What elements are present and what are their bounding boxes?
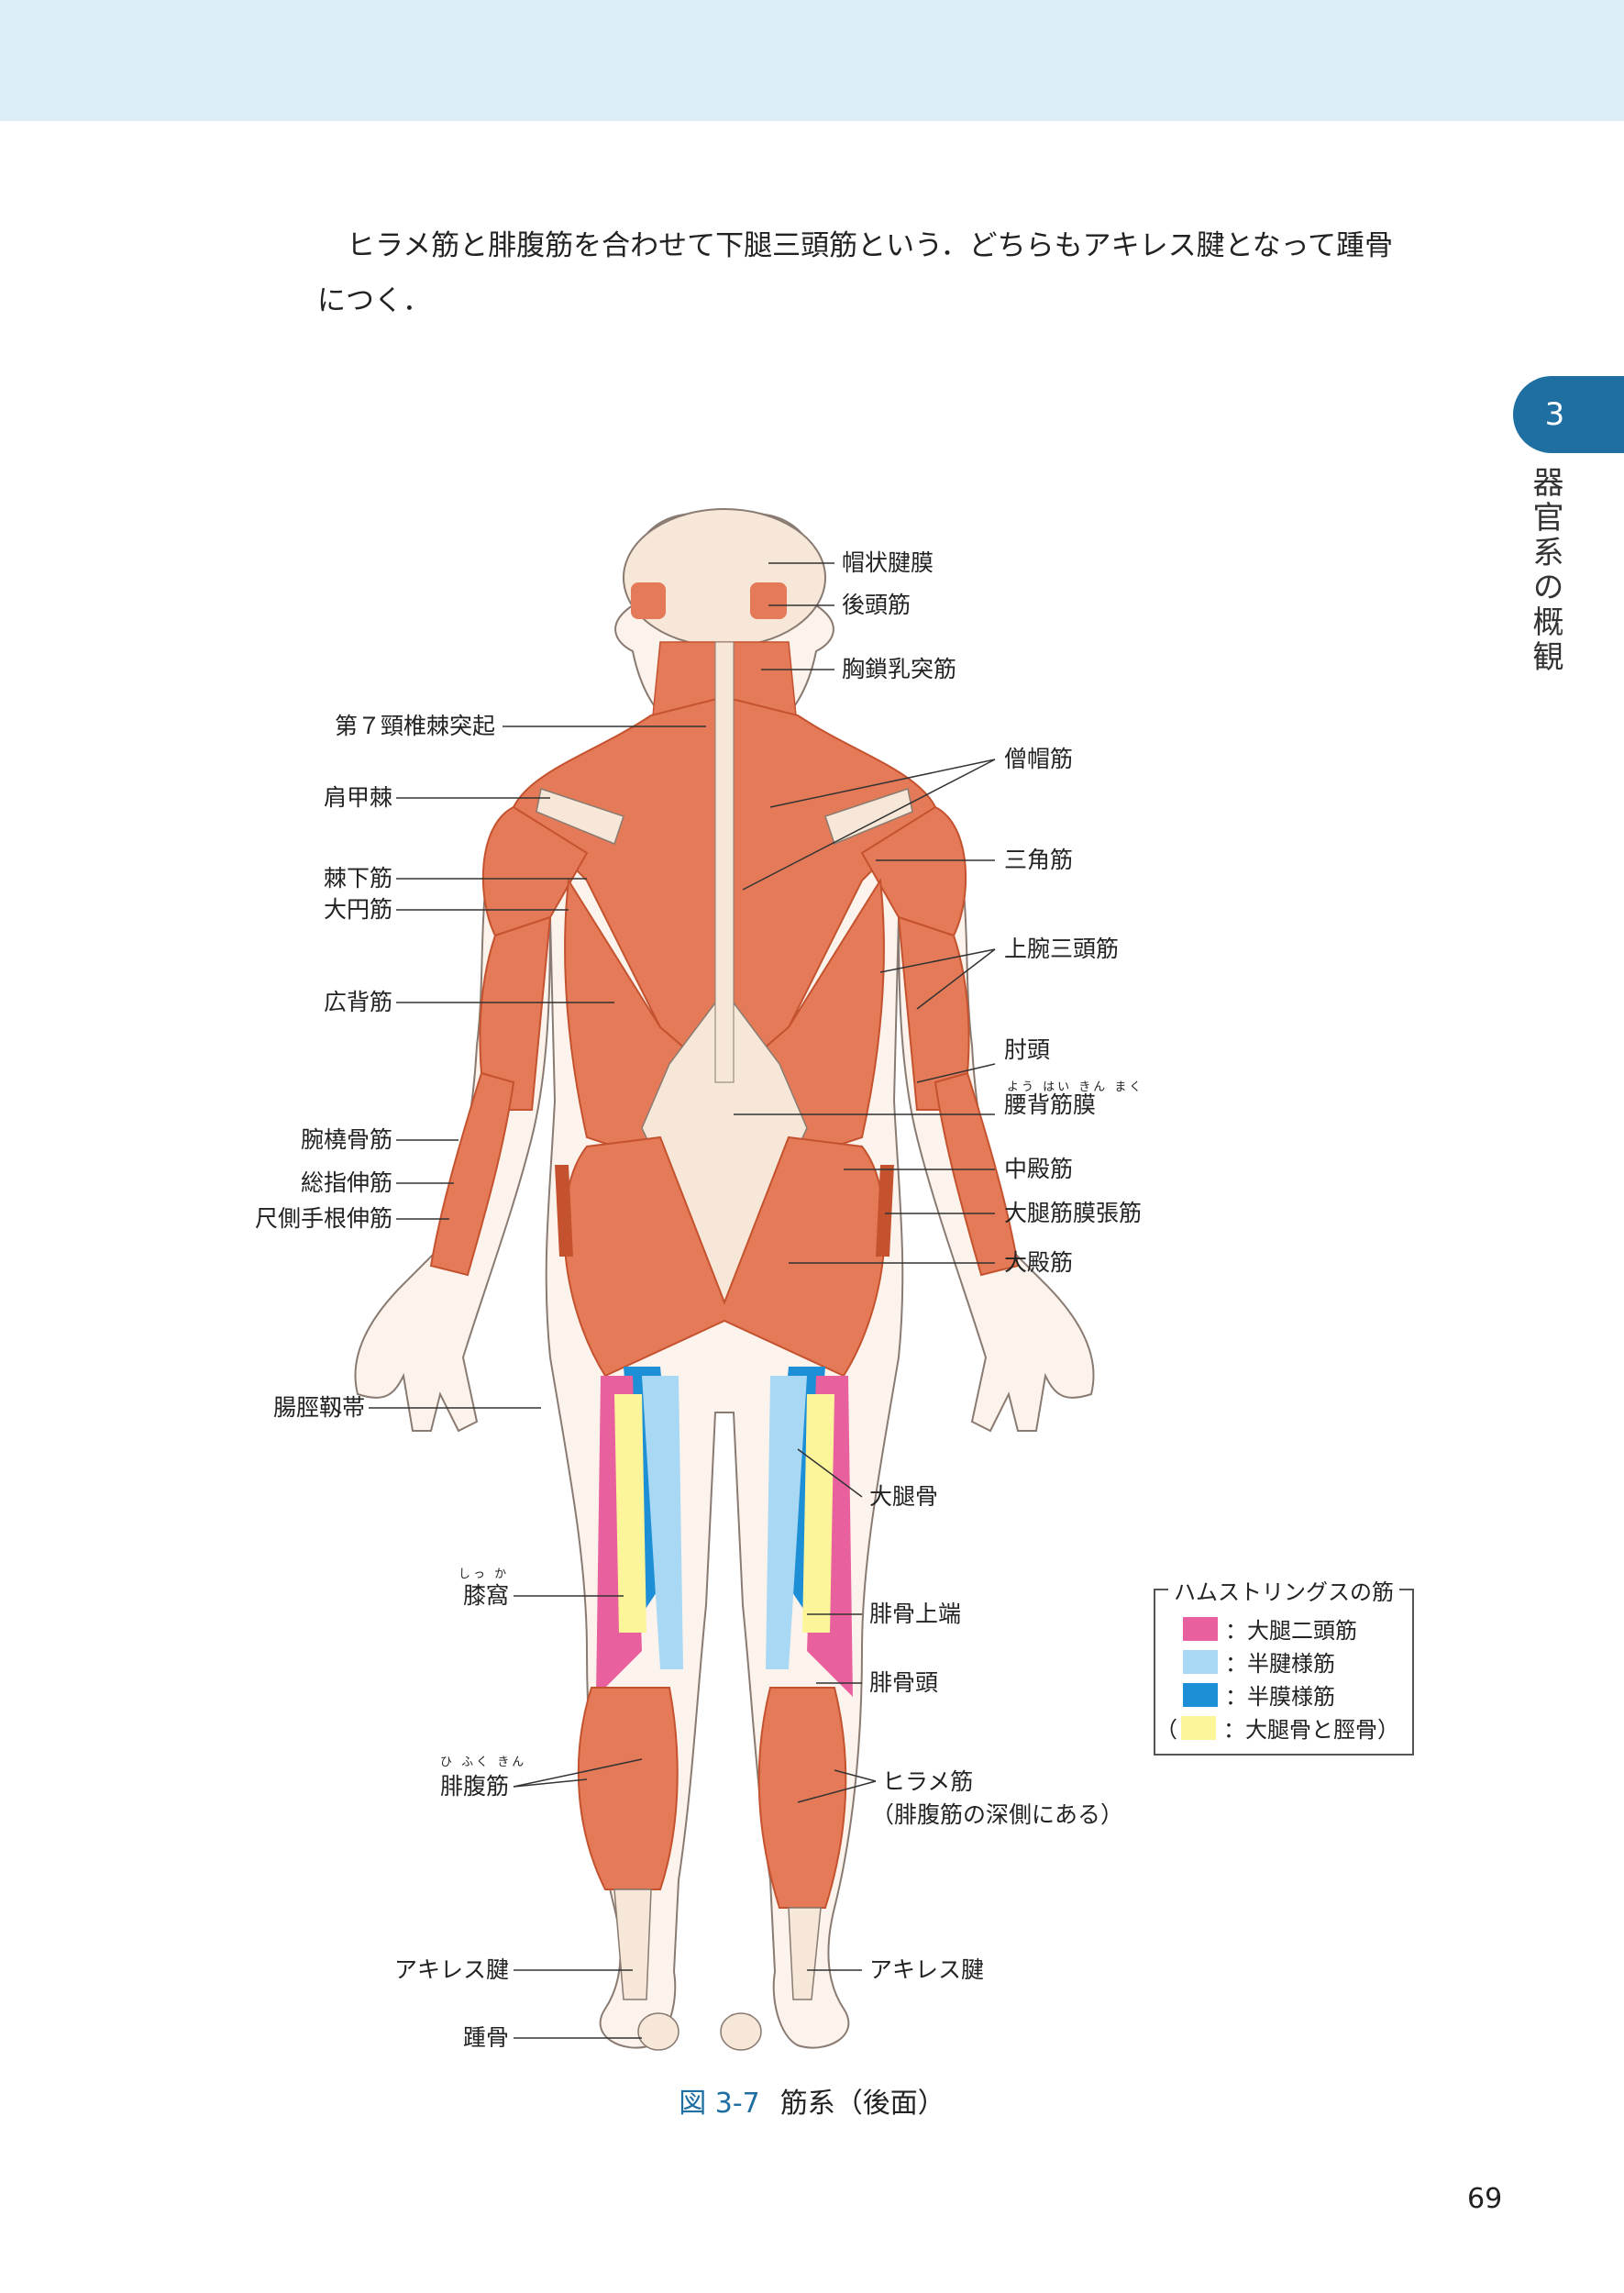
body-paragraph: ヒラメ筋と腓腹筋を合わせて下腿三頭筋という．どちらもアキレス腱となって踵骨 につ… xyxy=(317,218,1436,328)
achilles-right xyxy=(788,1907,822,2000)
gastrocnemius-left xyxy=(577,1687,679,1890)
label-fibula-upper-end: 腓骨上端 xyxy=(869,1601,962,1627)
popliteal-ruby: しっ か xyxy=(458,1567,510,1581)
label-triceps-brachii: 上腕三頭筋 xyxy=(1004,936,1120,962)
tfl-left xyxy=(555,1165,573,1257)
right-forearm xyxy=(934,1071,1020,1277)
hamstrings-legend: ハムストリングスの筋 ：大腿二頭筋 ：半腱様筋 ：半膜様筋 （ ：大腿骨と脛骨） xyxy=(1154,1574,1414,1756)
paragraph-line-2: につく． xyxy=(317,284,431,317)
posterior-muscle-illustration xyxy=(354,508,1095,2051)
chapter-number: 3 xyxy=(1544,396,1565,433)
figure-number: 図 3-7 xyxy=(679,2088,760,2120)
label-c7-spinous-process: 第７頸椎棘突起 xyxy=(334,713,495,739)
paragraph-line-1: ヒラメ筋と腓腹筋を合わせて下腿三頭筋という．どちらもアキレス腱となって踵骨 xyxy=(347,229,1394,262)
thoracolumbar-ruby: よう はい きん まく xyxy=(1007,1080,1144,1094)
label-olecranon: 肘頭 xyxy=(1004,1036,1051,1063)
occipitalis-left xyxy=(631,582,666,619)
soleus-right xyxy=(757,1687,847,1909)
leader-lines xyxy=(369,562,996,2039)
label-thoracolumbar-fascia: 腰背筋膜 xyxy=(1004,1091,1097,1118)
chapter-title: 器官系の概観 xyxy=(1527,466,1563,675)
label-extensor-digitorum: 総指伸筋 xyxy=(300,1169,392,1196)
spine xyxy=(714,641,735,1083)
chapter-number-tab: 3 xyxy=(1513,376,1624,453)
legend-swatch-biceps-femoris xyxy=(1183,1616,1218,1641)
page-number: 69 xyxy=(1467,2183,1503,2215)
label-popliteal-fossa: 膝窩 xyxy=(462,1582,509,1609)
label-achilles-tendon-left: アキレス腱 xyxy=(393,1956,509,1983)
tfl-right xyxy=(876,1165,894,1257)
label-scapular-spine: 肩甲棘 xyxy=(323,784,392,811)
legend-row-semimembranosus: ：半膜様筋 xyxy=(1168,1678,1335,1711)
label-trapezius: 僧帽筋 xyxy=(1004,746,1074,772)
legend-row-biceps-femoris: ：大腿二頭筋 xyxy=(1168,1612,1357,1645)
legend-row-bones: （ ：大腿骨と脛骨） xyxy=(1155,1711,1399,1744)
label-occipitalis: 後頭筋 xyxy=(842,592,911,618)
femur-left xyxy=(614,1394,646,1633)
label-fibula-head: 腓骨頭 xyxy=(869,1669,939,1696)
figure-caption: 図 3-7 筋系（後面） xyxy=(0,2080,1624,2121)
label-teres-major: 大円筋 xyxy=(323,896,392,923)
label-calcaneus: 踵骨 xyxy=(462,2024,509,2051)
legend-open-paren: （ xyxy=(1155,1717,1177,1743)
legend-row-semitendinosus: ：半腱様筋 xyxy=(1168,1645,1335,1678)
header-band xyxy=(0,0,1624,121)
calcaneus-left xyxy=(637,2012,679,2051)
semitendinosus-right xyxy=(766,1376,807,1669)
label-brachioradialis: 腕橈骨筋 xyxy=(300,1126,392,1153)
legend-label: ：大腿二頭筋 xyxy=(1225,1618,1357,1644)
femur-right xyxy=(802,1394,834,1633)
scapular-spine-left xyxy=(536,788,624,845)
legend-swatch-bones xyxy=(1181,1715,1216,1740)
label-sternocleidomastoid: 胸鎖乳突筋 xyxy=(842,656,957,682)
occipitalis-right xyxy=(750,582,787,619)
calcaneus-right xyxy=(720,2012,762,2051)
achilles-left xyxy=(613,1889,652,2000)
latissimus xyxy=(564,878,885,1185)
legend-title: ハムストリングスの筋 xyxy=(1168,1574,1399,1606)
label-iliotibial-band: 腸脛靱帯 xyxy=(272,1394,365,1421)
label-gastrocnemius: 腓腹筋 xyxy=(439,1773,509,1800)
head-skull xyxy=(623,508,826,648)
legend-label: ：半腱様筋 xyxy=(1225,1651,1335,1677)
label-infraspinatus: 棘下筋 xyxy=(323,865,392,892)
muscle-figure: しっ か ひ ふく きん よう はい きん まく 第７頸椎棘突起 肩甲棘 棘下筋… xyxy=(0,495,1624,2091)
label-latissimus-dorsi: 広背筋 xyxy=(323,989,392,1015)
label-achilles-tendon-right: アキレス腱 xyxy=(869,1956,985,1983)
semitendinosus-left xyxy=(642,1376,683,1669)
label-gluteus-medius: 中殿筋 xyxy=(1004,1156,1074,1182)
label-femur: 大腿骨 xyxy=(869,1483,939,1510)
left-forearm xyxy=(429,1071,515,1277)
figure-caption-text: 筋系（後面） xyxy=(779,2088,945,2120)
label-extensor-carpi-ulnaris: 尺側手根伸筋 xyxy=(254,1205,392,1232)
label-soleus-note: （腓腹筋の深側にある） xyxy=(871,1801,1124,1828)
label-tensor-fasciae-latae: 大腿筋膜張筋 xyxy=(1004,1200,1143,1226)
scapular-spine-right xyxy=(824,788,913,845)
legend-swatch-semimembranosus xyxy=(1183,1682,1218,1707)
label-galea-aponeurotica: 帽状腱膜 xyxy=(842,549,934,576)
legend-label: ：大腿骨と脛骨） xyxy=(1223,1717,1399,1743)
label-gluteus-maximus: 大殿筋 xyxy=(1004,1249,1074,1276)
label-deltoid: 三角筋 xyxy=(1004,847,1074,873)
label-soleus: ヒラメ筋 xyxy=(882,1768,974,1795)
legend-swatch-semitendinosus xyxy=(1183,1649,1218,1674)
gastrocnemius-ruby: ひ ふく きん xyxy=(440,1756,527,1769)
legend-label: ：半膜様筋 xyxy=(1225,1684,1335,1710)
